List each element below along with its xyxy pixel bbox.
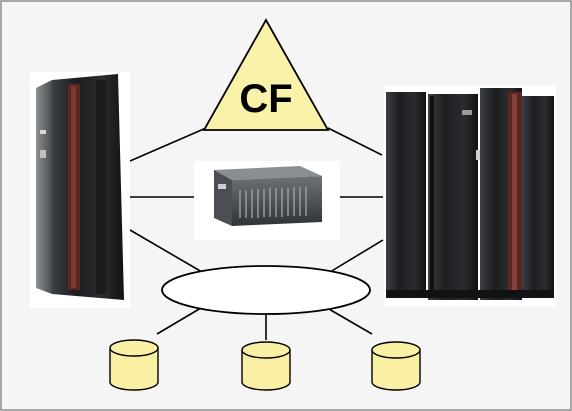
server-left-front (52, 74, 124, 300)
disk-3 (371, 341, 421, 391)
link-left-cf (129, 127, 207, 162)
coupling-facility-label: CF (239, 77, 292, 121)
disk-1-top (109, 339, 159, 357)
network-ellipse (161, 265, 371, 315)
disk-1 (109, 339, 159, 391)
server-middle (194, 161, 340, 240)
coupling-facility: CF (202, 18, 330, 131)
link-right-network (329, 239, 384, 273)
server-right-cabinet-2 (428, 94, 478, 300)
disk-2-top (241, 341, 291, 359)
server-right-cabinet-1 (386, 92, 426, 298)
link-network-disk-3 (321, 304, 373, 335)
link-right-cf (327, 127, 383, 156)
server-right (384, 86, 556, 306)
server-middle-top (214, 166, 322, 180)
disk-3-top (371, 341, 421, 359)
link-network-disk-1 (156, 304, 207, 335)
server-right-cabinet-4 (522, 96, 554, 296)
disk-1-body (109, 348, 159, 391)
disk-2-body (241, 350, 291, 391)
disk-3-body (371, 350, 421, 391)
connections (129, 127, 384, 340)
link-left-network (129, 229, 203, 273)
server-left (30, 72, 130, 308)
server-left-side (36, 80, 52, 294)
coupling-facility-triangle (202, 18, 330, 131)
disk-2 (241, 341, 291, 391)
